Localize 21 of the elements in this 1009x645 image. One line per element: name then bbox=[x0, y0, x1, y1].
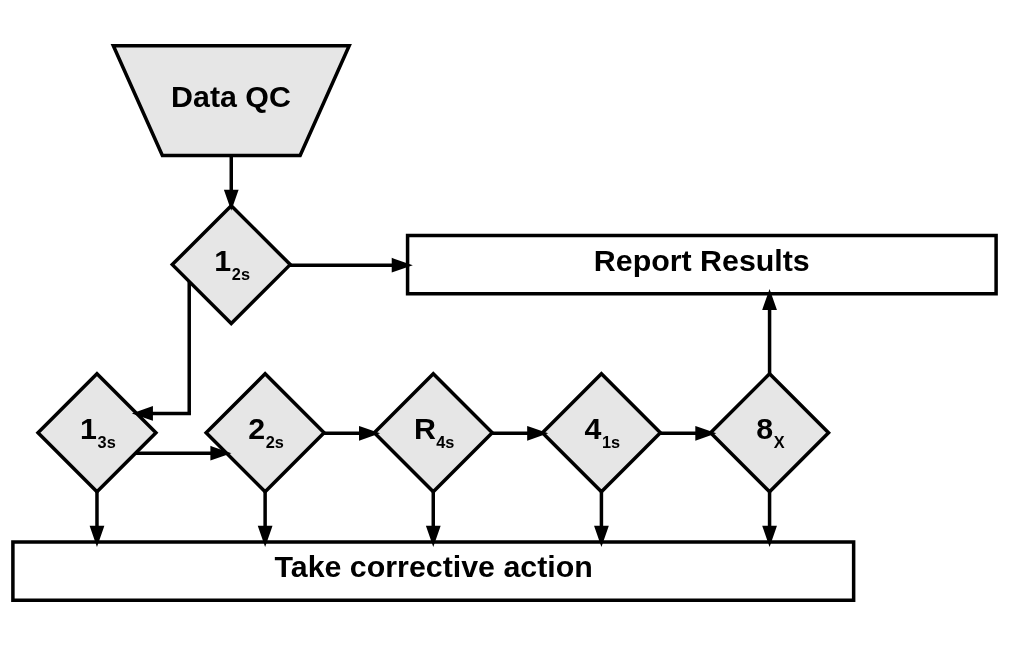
node-diamond: 2$_{2s}$ bbox=[203, 370, 327, 494]
arrow bbox=[223, 155, 239, 211]
node-diamond: 8$_{X}$ bbox=[708, 370, 831, 494]
arrow bbox=[257, 491, 273, 547]
arrow bbox=[762, 491, 777, 547]
arrow bbox=[425, 491, 441, 547]
node-diamond: 4$_{1s}$ bbox=[539, 370, 663, 494]
node-diamond: 1$_{2s}$ bbox=[169, 202, 293, 326]
node-box: Take corrective action bbox=[11, 539, 856, 602]
node-diamond: R$_{4s}$ bbox=[371, 370, 495, 494]
arrow bbox=[762, 288, 777, 373]
node-diamond: 1$_{3s}$ bbox=[35, 370, 159, 494]
arrow bbox=[660, 425, 717, 441]
arrow bbox=[594, 491, 609, 547]
arrow bbox=[131, 281, 191, 421]
node-box: Report Results bbox=[405, 233, 998, 296]
arrow bbox=[89, 491, 105, 547]
arrow bbox=[492, 425, 549, 441]
arrow bbox=[289, 257, 413, 273]
arrow bbox=[135, 445, 232, 461]
arrow bbox=[323, 425, 381, 441]
